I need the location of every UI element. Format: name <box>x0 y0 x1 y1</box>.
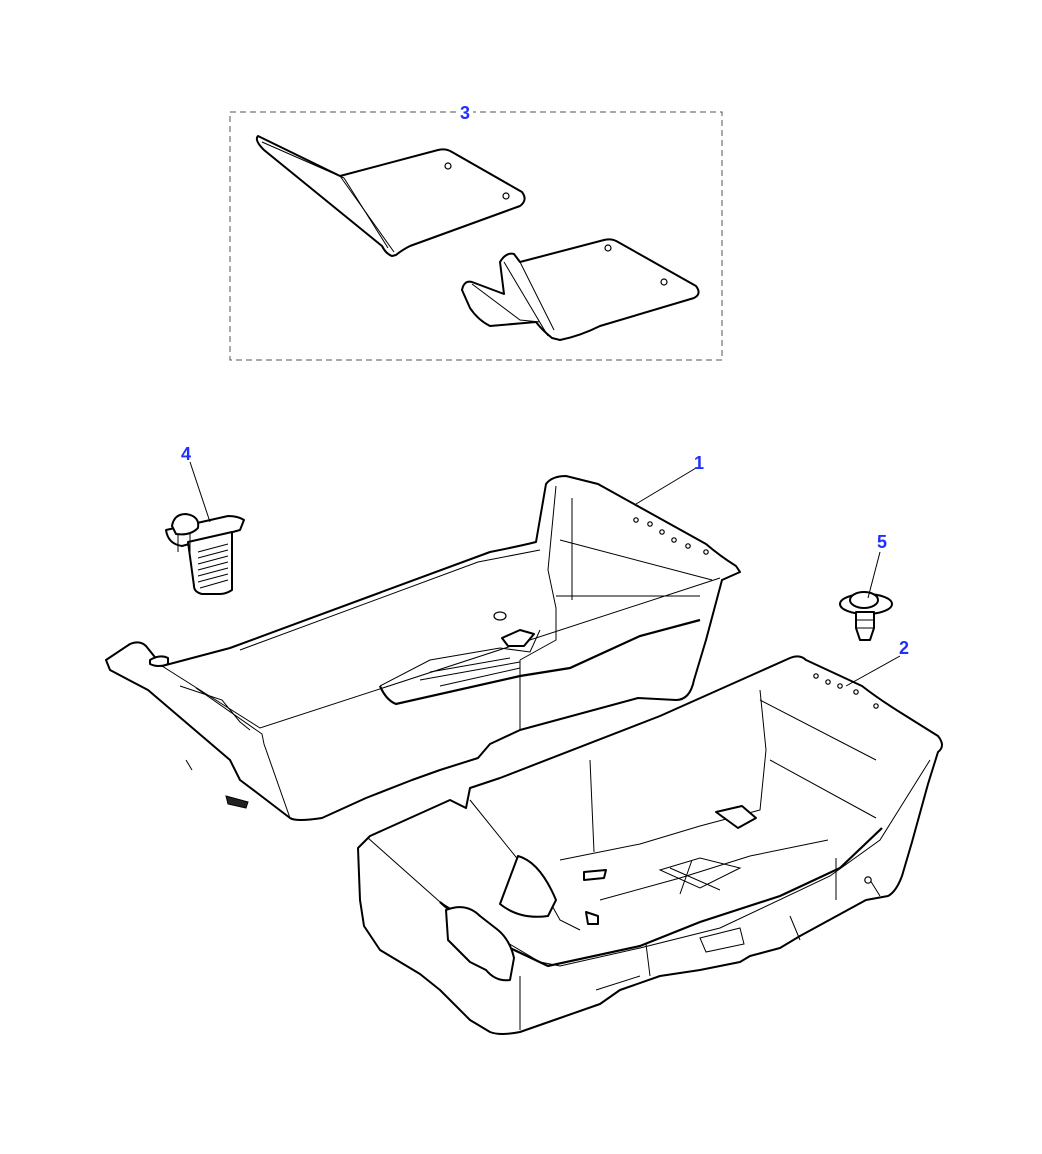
carpet-clip-4[interactable] <box>165 513 245 595</box>
floor-mat-rear[interactable] <box>461 238 700 341</box>
front-carpet-1[interactable] <box>105 475 741 821</box>
callout-3[interactable]: 3 <box>457 104 474 122</box>
leader-2 <box>845 655 901 687</box>
leader-5 <box>867 551 881 599</box>
callout-2[interactable]: 2 <box>899 638 910 658</box>
rear-carpet-2[interactable] <box>357 655 943 1035</box>
kit-group-3 <box>229 111 723 361</box>
push-fastener-5[interactable] <box>839 591 893 641</box>
callout-5[interactable]: 5 <box>877 532 888 552</box>
leader-1 <box>635 467 697 505</box>
floor-mat-front[interactable] <box>255 135 526 257</box>
leader-lines <box>189 461 901 687</box>
callout-4[interactable]: 4 <box>181 444 192 464</box>
kit-dashed-box <box>229 111 723 361</box>
leader-4 <box>189 461 211 523</box>
callout-1[interactable]: 1 <box>694 453 705 473</box>
